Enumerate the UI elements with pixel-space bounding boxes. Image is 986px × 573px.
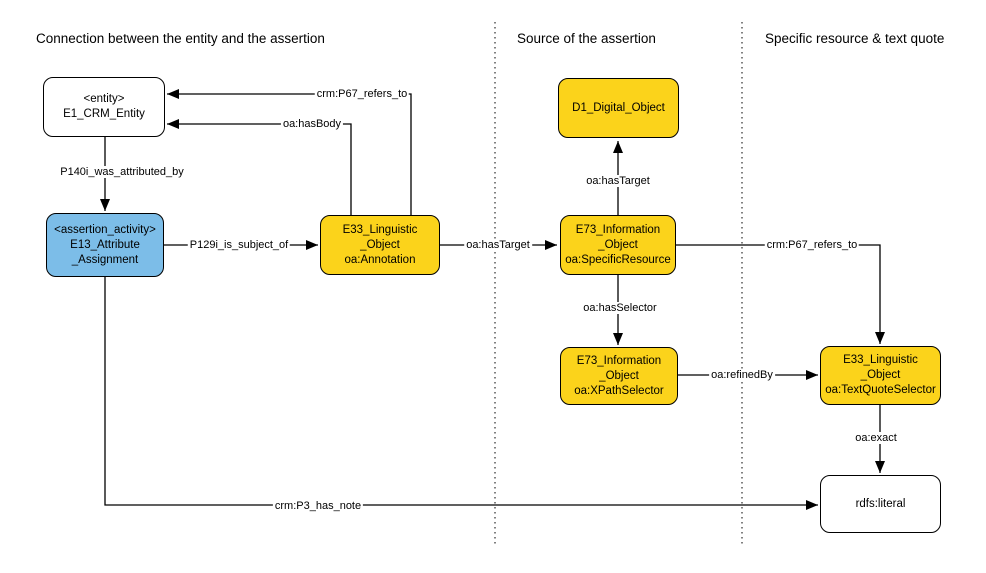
node-label-line: oa:Annotation [344, 253, 416, 266]
section-title-source: Source of the assertion [517, 31, 656, 46]
node-label-line: <entity> [83, 93, 125, 105]
edge-label-has-target-vertical: oa:hasTarget [584, 175, 652, 187]
node-e73-specific-resource: E73_Information _Object oa:SpecificResou… [560, 215, 676, 275]
node-d1-digital-object: D1_Digital_Object [558, 78, 679, 138]
edge-label-p140i-was-attributed-by: P140i_was_attributed_by [58, 166, 186, 178]
node-label-line: <assertion_activity> [54, 223, 156, 236]
node-label-line: _Assignment [71, 253, 139, 266]
node-e33-text-quote-selector: E33_Linguistic _Object oa:TextQuoteSelec… [820, 346, 941, 405]
node-label-line: E1_CRM_Entity [63, 108, 145, 120]
node-e33-annotation: E33_Linguistic _Object oa:Annotation [320, 215, 440, 275]
edge-p67-refers-to-left [167, 89, 412, 216]
edge-p67-refers-to-right [675, 244, 885, 344]
edge-label-p3-has-note: crm:P3_has_note [272, 500, 364, 512]
node-label-line: _Object [599, 369, 639, 382]
edge-p3-has-note [104, 277, 818, 510]
node-e1-crm-entity: <entity> E1_CRM_Entity [43, 77, 165, 137]
node-label-line: D1_Digital_Object [572, 101, 665, 114]
node-label-line: E13_Attribute [70, 238, 140, 251]
edge-has-body [167, 119, 352, 216]
node-label-line: _Object [860, 369, 901, 381]
node-label-line: _Object [598, 238, 638, 251]
node-label-line: E33_Linguistic [843, 354, 918, 366]
node-label-line: E73_Information [575, 223, 661, 236]
edge-label-refined-by: oa:refinedBy [709, 369, 775, 381]
node-e73-xpath-selector: E73_Information _Object oa:XPathSelector [560, 347, 678, 405]
section-title-specific-resource: Specific resource & text quote [765, 31, 945, 46]
edge-label-has-target-horizontal: oa:hasTarget [464, 239, 532, 251]
edge-label-has-selector: oa:hasSelector [581, 302, 659, 314]
node-label-line: oa:TextQuoteSelector [825, 384, 936, 396]
edge-label-has-body: oa:hasBody [280, 118, 344, 130]
node-label-line: _Object [360, 238, 400, 251]
node-label-line: rdfs:literal [855, 497, 906, 510]
node-label-line: E73_Information [576, 354, 662, 367]
edge-label-p67-refers-to-right: crm:P67_refers_to [764, 239, 860, 251]
node-e13-attribute-assignment: <assertion_activity> E13_Attribute _Assi… [46, 213, 164, 277]
node-label-line: oa:SpecificResource [565, 253, 671, 266]
edge-label-p67-refers-to-left: crm:P67_refers_to [314, 88, 410, 100]
section-title-connection: Connection between the entity and the as… [36, 31, 325, 46]
node-rdfs-literal: rdfs:literal [820, 475, 941, 533]
node-label-line: oa:XPathSelector [574, 384, 664, 397]
edge-label-exact: oa:exact [853, 432, 899, 444]
node-label-line: E33_Linguistic [342, 223, 418, 236]
edge-label-p129i-is-subject-of: P129i_is_subject_of [187, 239, 291, 251]
